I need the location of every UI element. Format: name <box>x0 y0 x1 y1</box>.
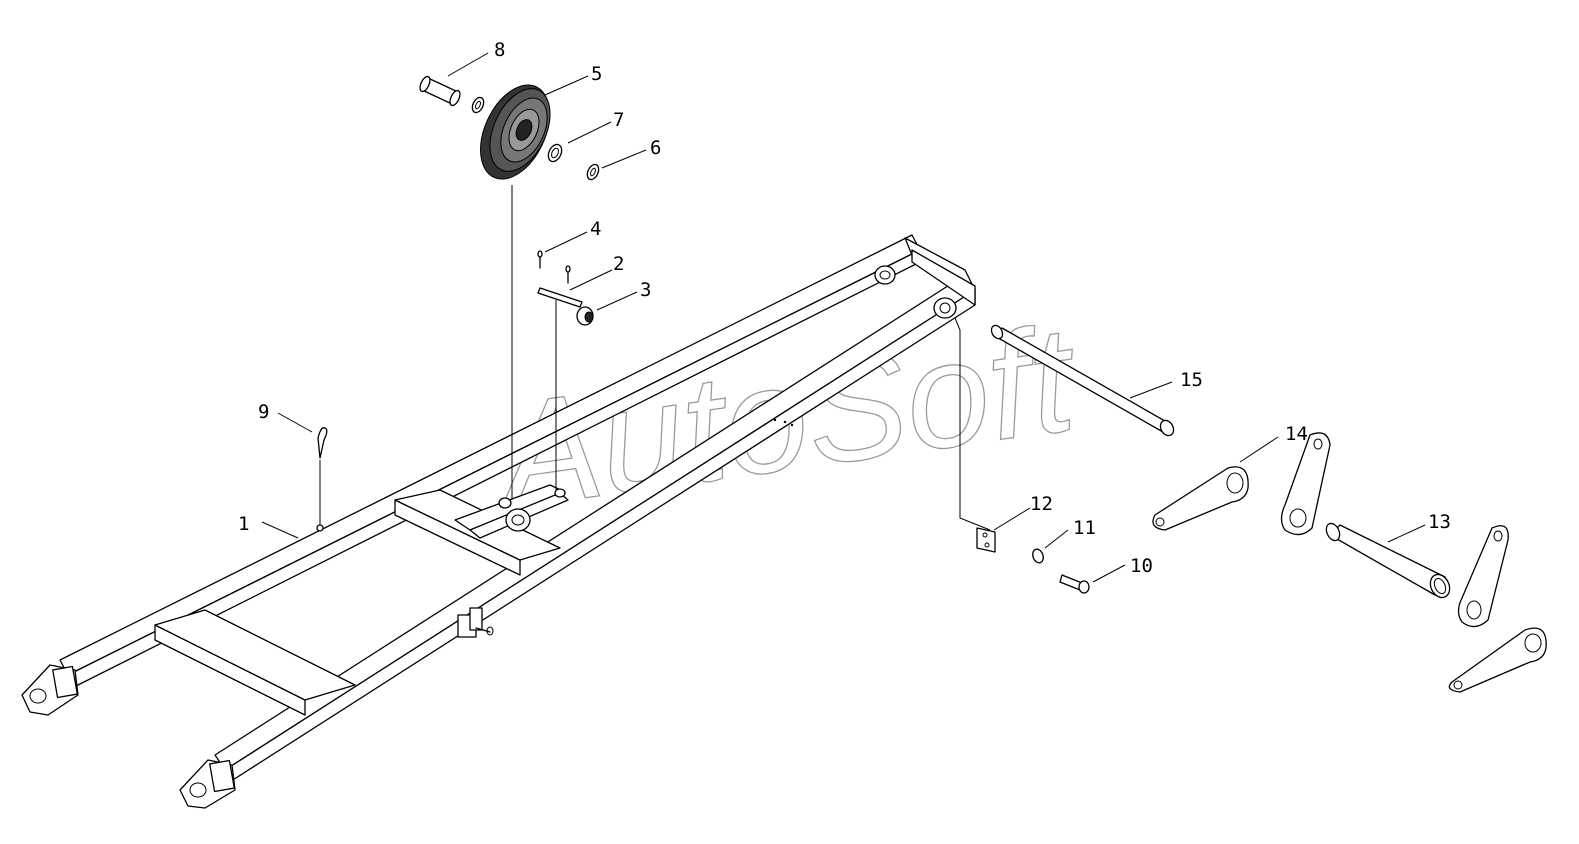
lever-part-14-a <box>1152 466 1249 531</box>
bracket-bolt-assembly <box>976 527 1090 594</box>
frame-assembly <box>21 234 976 809</box>
callout-7: 7 <box>613 109 624 131</box>
callout-4: 4 <box>590 218 601 240</box>
callout-5: 5 <box>591 63 602 85</box>
callout-10: 10 <box>1130 555 1153 577</box>
callout-12: 12 <box>1030 493 1053 515</box>
callout-labels: 1 2 3 4 5 6 7 8 9 10 11 12 13 14 15 <box>238 39 1451 577</box>
lever-lower-right-a <box>1457 525 1509 628</box>
lever-lower-right-b <box>1448 627 1547 693</box>
callout-9: 9 <box>258 401 269 423</box>
pulley-assembly <box>419 75 600 500</box>
lever-part-14-b <box>1280 432 1331 536</box>
callout-15: 15 <box>1180 369 1203 391</box>
cotter-pin-part-9 <box>316 427 328 532</box>
pulley-part-5 <box>480 84 551 180</box>
callout-13: 13 <box>1428 511 1451 533</box>
callout-14: 14 <box>1285 423 1308 445</box>
callout-6: 6 <box>650 137 661 159</box>
callout-2: 2 <box>613 253 624 275</box>
callout-11: 11 <box>1073 517 1096 539</box>
callout-3: 3 <box>640 279 651 301</box>
callout-8: 8 <box>494 39 505 61</box>
axle-pin-assembly <box>537 250 594 490</box>
shaft-part-15 <box>954 317 1175 531</box>
callout-leaders <box>261 52 1426 583</box>
callout-1: 1 <box>238 513 249 535</box>
sleeve-part-8 <box>419 75 461 107</box>
tube-part-13 <box>1325 522 1451 599</box>
